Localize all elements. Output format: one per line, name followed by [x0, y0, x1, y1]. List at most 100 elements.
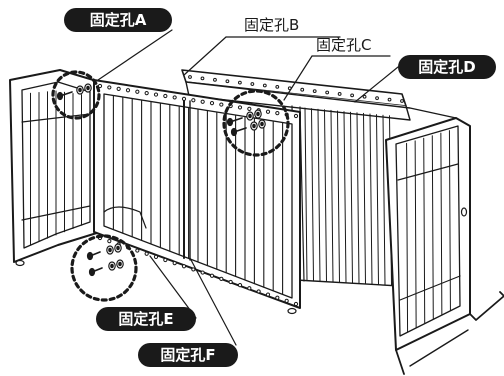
washer — [246, 111, 254, 121]
hole-dot — [265, 292, 271, 297]
washer — [250, 121, 258, 131]
rear-bar — [317, 108, 321, 282]
hole-dot — [144, 251, 149, 256]
label-hole-d: 固定孔D — [398, 55, 496, 79]
hole-dot — [337, 92, 342, 96]
label-hole-f: 固定孔F — [138, 343, 238, 367]
rear-bar — [330, 109, 334, 283]
hole-dot — [250, 82, 255, 86]
hole-dot — [135, 248, 140, 253]
hole-dot — [237, 80, 242, 85]
hole-dot — [107, 239, 112, 244]
hole-dot — [362, 94, 367, 99]
hole-dot — [265, 109, 271, 114]
washer — [114, 243, 122, 253]
right-bar — [406, 142, 409, 333]
rear-bar — [376, 114, 379, 285]
screw — [56, 91, 73, 101]
rear-bar — [363, 112, 366, 285]
screw-head — [86, 251, 94, 261]
screw-head — [230, 127, 238, 137]
washer-hole — [260, 121, 264, 127]
washer-hole — [118, 261, 122, 267]
hole-dot — [200, 99, 205, 104]
washer-hole — [248, 113, 252, 119]
hole-dot — [191, 267, 196, 272]
hole-dot — [116, 86, 121, 91]
hole-dot — [153, 254, 159, 259]
washer — [84, 83, 92, 93]
hole-dot — [191, 98, 196, 103]
hole-dot — [144, 91, 149, 96]
screw-head — [56, 91, 64, 101]
hole-dot — [350, 93, 355, 98]
hole-dot — [237, 105, 243, 110]
right-end-panel — [385, 117, 504, 375]
hole-dot — [163, 257, 168, 263]
screw-head — [226, 117, 234, 127]
rear-bar — [382, 114, 386, 286]
rear-bar — [356, 112, 360, 284]
right-bar — [414, 140, 417, 328]
hole-dot — [375, 96, 379, 101]
hole-dot — [400, 99, 404, 103]
rear-bar — [343, 111, 347, 283]
hole-dot — [325, 90, 330, 95]
hole-dot — [209, 273, 215, 278]
washer-hole — [256, 111, 260, 117]
rear-bar — [324, 109, 327, 282]
washer-hole — [110, 263, 114, 269]
rear-bar — [337, 110, 340, 283]
washer-hole — [86, 85, 90, 91]
hole-dot — [172, 95, 177, 100]
callout-circles — [51, 70, 290, 302]
hole-dot — [219, 102, 224, 107]
screw — [86, 251, 101, 261]
washer-hole — [116, 245, 120, 251]
label-hole-c: 固定孔C — [316, 36, 372, 54]
washer-hole — [252, 123, 256, 129]
screw — [88, 267, 103, 277]
hole-dot — [293, 113, 299, 119]
hole-dot — [247, 106, 252, 111]
hole-dot — [125, 88, 131, 93]
screw — [226, 117, 243, 127]
washer — [116, 259, 124, 269]
hole-dot — [293, 301, 299, 307]
hole-dot — [237, 283, 243, 288]
washer-hole — [108, 247, 112, 253]
washer — [254, 109, 262, 119]
screw-head — [88, 267, 96, 277]
hole-dot — [200, 76, 205, 81]
right-bar — [423, 137, 426, 324]
hole-dot — [135, 89, 140, 94]
hole-dot — [172, 261, 177, 266]
hole-dot — [181, 96, 187, 101]
hole-dot — [275, 111, 280, 116]
hole-dot — [200, 270, 205, 275]
hole-dot — [188, 75, 192, 79]
hole-dot — [181, 264, 187, 269]
hole-dot — [97, 83, 103, 89]
hole-dot — [312, 89, 317, 94]
right-bar — [431, 135, 434, 320]
front-panel — [93, 79, 301, 315]
label-hole-a: 固定孔A — [64, 8, 172, 32]
hole-dot — [387, 97, 392, 102]
hole-dot — [163, 93, 168, 99]
label-hole-b: 固定孔B — [244, 16, 300, 34]
hole-dot — [247, 286, 252, 291]
leader-lines — [97, 29, 399, 346]
rear-bar — [350, 111, 353, 284]
hole-dot — [225, 79, 230, 84]
screw — [230, 127, 247, 137]
hole-dot — [262, 83, 267, 88]
hole-dot — [153, 92, 159, 97]
label-hole-e: 固定孔E — [96, 307, 196, 331]
hole-dot — [213, 77, 217, 82]
washer — [76, 85, 84, 95]
hole-dot — [300, 87, 305, 92]
right-bar — [440, 132, 443, 316]
hole-dot — [219, 276, 224, 281]
hole-dot — [275, 295, 280, 300]
